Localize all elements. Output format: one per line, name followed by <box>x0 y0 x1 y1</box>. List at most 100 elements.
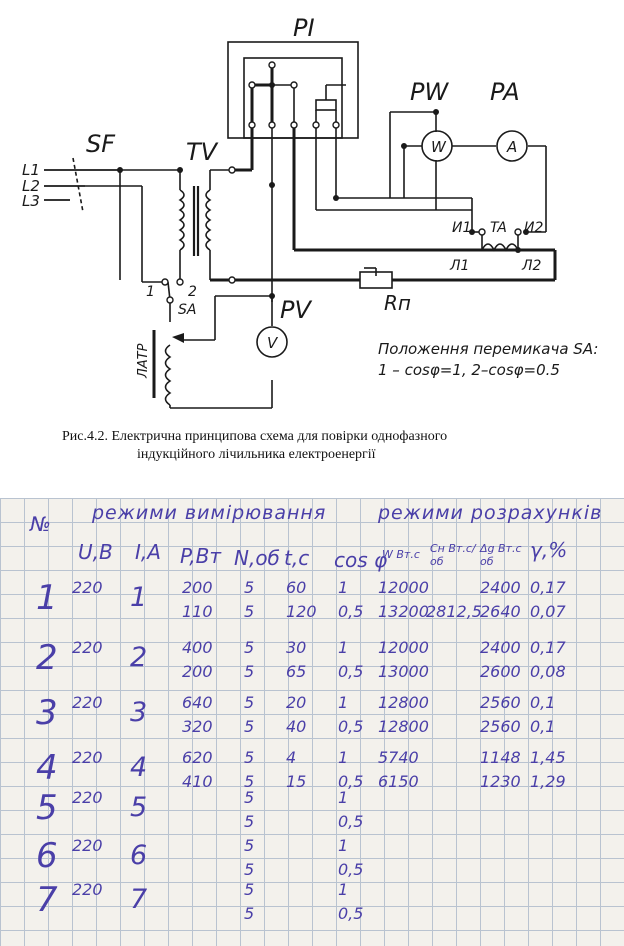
label-pa: PA <box>490 78 520 106</box>
cell-cos: 0,5 <box>338 812 364 831</box>
cell-cos: 0,5 <box>338 772 364 791</box>
cell-revolutions: 5 <box>244 772 255 791</box>
handwritten-table-sheet: режими вимірювання режими розрахунків № … <box>0 498 624 946</box>
cell-revolutions: 5 <box>244 748 255 767</box>
cell-delta: 1148 <box>480 748 521 767</box>
cell-current: 4 <box>130 752 148 783</box>
col-header-voltage: U,B <box>78 540 113 564</box>
tv-secondary-winding <box>205 189 212 251</box>
cell-time: 15 <box>286 772 307 791</box>
cell-revolutions: 5 <box>244 693 255 712</box>
label-pw: PW <box>410 78 449 106</box>
cell-revolutions: 5 <box>244 904 255 923</box>
col-header-energy: W Bт.с <box>382 548 420 561</box>
cell-error: 1,45 <box>530 748 566 767</box>
cell-cos: 1 <box>338 748 349 767</box>
cell-voltage: 220 <box>72 693 103 712</box>
label-i2: И2 <box>524 220 543 236</box>
cell-cos: 1 <box>338 693 349 712</box>
cell-time: 40 <box>286 717 307 736</box>
col-header-power: P,Bт <box>180 544 222 568</box>
col-header-time: t,c <box>284 546 310 570</box>
col-header-current: I,A <box>135 540 161 564</box>
label-tv: TV <box>186 138 219 166</box>
cell-cos: 1 <box>338 836 349 855</box>
cell-voltage: 220 <box>72 638 103 657</box>
cell-delta: 2560 <box>480 717 521 736</box>
label-pv: PV <box>280 296 312 324</box>
cell-energy: 5740 <box>378 748 419 767</box>
cell-energy: 13000 <box>378 662 429 681</box>
cell-voltage: 220 <box>72 836 103 855</box>
label-pi: PI <box>293 14 315 42</box>
cell-power: 200 <box>182 662 213 681</box>
label-l2: L2 <box>22 177 40 195</box>
cell-power: 110 <box>182 602 213 621</box>
row-number: 6 <box>36 836 58 876</box>
label-л1: Л1 <box>449 258 469 274</box>
cell-error: 0,1 <box>530 693 556 712</box>
label-sf: SF <box>86 130 116 158</box>
cell-energy: 12800 <box>378 717 429 736</box>
ta-winding <box>481 243 519 252</box>
cell-cos: 0,5 <box>338 717 364 736</box>
col-header-constant: Cн Bт.с/об <box>430 542 476 568</box>
label-l3: L3 <box>22 192 40 210</box>
label-l1: L1 <box>22 161 40 179</box>
cell-revolutions: 5 <box>244 836 255 855</box>
cell-current: 6 <box>130 840 148 871</box>
cell-energy: 12800 <box>378 693 429 712</box>
row-number: 7 <box>36 880 58 920</box>
label-rp: Rп <box>384 291 411 315</box>
cell-revolutions: 5 <box>244 602 255 621</box>
cell-voltage: 220 <box>72 578 103 597</box>
cell-current: 3 <box>130 697 148 728</box>
row-number: 1 <box>36 578 58 618</box>
cell-revolutions: 5 <box>244 788 255 807</box>
cell-error: 0,08 <box>530 662 566 681</box>
circuit-schematic: PI PW PA SF TV L1 L2 L3 W A V И1 TA И2 Л… <box>22 14 598 409</box>
cell-revolutions: 5 <box>244 717 255 736</box>
switch-note-line2: 1 – cosφ=1, 2–cosφ=0.5 <box>378 361 560 379</box>
cell-energy: 13200 <box>378 602 429 621</box>
cell-cos: 0,5 <box>338 860 364 879</box>
latr-winding <box>164 344 172 406</box>
cell-current: 1 <box>130 582 148 613</box>
col-header-revolutions: N,об <box>234 546 280 570</box>
cell-time: 60 <box>286 578 307 597</box>
cell-error: 0,1 <box>530 717 556 736</box>
label-i1: И1 <box>452 220 471 236</box>
ammeter-circle <box>496 130 528 162</box>
cell-cos: 0,5 <box>338 602 364 621</box>
cell-revolutions: 5 <box>244 812 255 831</box>
tv-primary-winding <box>178 189 185 251</box>
cell-cos: 0,5 <box>338 662 364 681</box>
cell-delta: 2560 <box>480 693 521 712</box>
row-number: 4 <box>36 748 58 788</box>
cell-delta: 2400 <box>480 578 521 597</box>
group-header-measurement: режими вимірювання <box>92 502 327 524</box>
cell-time: 65 <box>286 662 307 681</box>
label-pos1: 1 <box>146 284 155 300</box>
cell-power: 320 <box>182 717 213 736</box>
group-header-calculation: режими розрахунків <box>378 502 603 524</box>
caption-line1: Рис.4.2. Електрична принципова схема для… <box>62 429 448 444</box>
cell-time: 4 <box>286 748 297 767</box>
cell-time: 20 <box>286 693 307 712</box>
cell-time: 120 <box>286 602 317 621</box>
cell-voltage: 220 <box>72 788 103 807</box>
cell-constant: 2812,5 <box>426 602 482 621</box>
cell-power: 400 <box>182 638 213 657</box>
row-number: 5 <box>36 788 58 828</box>
wattmeter-letter: W <box>431 138 447 156</box>
cell-current: 5 <box>130 792 148 823</box>
col-header-number: № <box>30 512 51 536</box>
voltmeter-circle <box>256 326 288 358</box>
cell-error: 1,29 <box>530 772 566 791</box>
cell-revolutions: 5 <box>244 578 255 597</box>
cell-voltage: 220 <box>72 880 103 899</box>
cell-power: 640 <box>182 693 213 712</box>
cell-energy: 12000 <box>378 578 429 597</box>
cell-revolutions: 5 <box>244 638 255 657</box>
row-number: 3 <box>36 693 58 733</box>
